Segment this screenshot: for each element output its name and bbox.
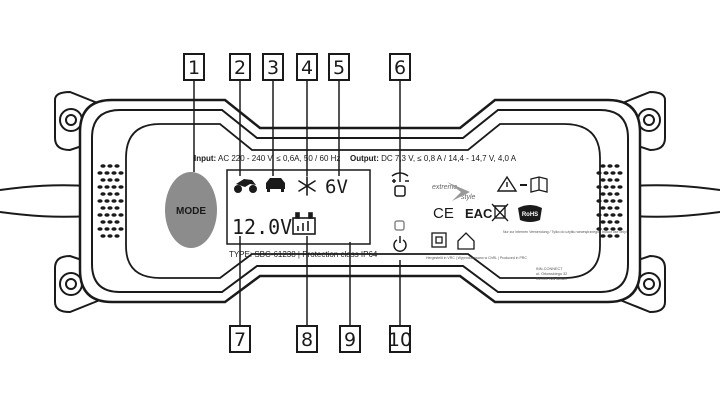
callout-5: 5 <box>328 53 350 81</box>
callout-number: 2 <box>234 57 246 79</box>
lcd-display: 6V 12.0V <box>226 169 371 245</box>
motorcycle-icon <box>234 179 257 193</box>
brand-logo: extreme style <box>432 182 476 201</box>
callout-number: 1 <box>188 57 200 79</box>
importer-line-2: ul. Orłowskiego 32 <box>536 272 567 276</box>
callout-number: 9 <box>344 329 356 351</box>
status-indicator-6 <box>391 172 409 197</box>
callout-3: 3 <box>262 53 284 81</box>
right-cable <box>629 184 720 218</box>
callout-number: 10 <box>388 329 412 351</box>
callout-number: 6 <box>394 57 406 79</box>
rohs-text: RoHS <box>522 212 538 218</box>
snowflake-icon <box>298 176 316 196</box>
callout-7: 7 <box>229 325 251 353</box>
output-spec-prefix: Output: <box>350 154 379 163</box>
callout-leader-lines <box>193 80 401 327</box>
callout-6: 6 <box>389 53 411 81</box>
importer-address: INN-CONNECT ul. Orłowskiego 32 04-000 Wa… <box>536 267 567 281</box>
callout-8: 8 <box>296 325 318 353</box>
double-insulation-icon <box>431 232 447 248</box>
importer-line-3: 04-000 Warszawa <box>536 277 567 281</box>
ce-mark: CE <box>433 205 454 222</box>
left-vent-grille <box>97 164 124 238</box>
voltage-select-readout: 6V <box>325 176 348 198</box>
brand-line2: style <box>461 194 476 201</box>
indoor-use-note: Nur zur internen Verwendung / Tylko do u… <box>503 230 627 234</box>
callout-number: 5 <box>333 57 345 79</box>
left-cable <box>0 184 91 218</box>
type-line: TYPE: SBC-61238 | Protection class IP64 <box>229 250 378 259</box>
indoor-house-icon <box>457 232 475 250</box>
status-indicator-10 <box>393 220 407 252</box>
callout-9: 9 <box>339 325 361 353</box>
callout-4: 4 <box>296 53 318 81</box>
callout-number: 8 <box>301 329 313 351</box>
battery-charge-icon <box>292 212 316 235</box>
made-in-line: Hergestellt in VRC | Wyprodukowano w ChR… <box>426 256 527 260</box>
car-icon <box>266 178 285 192</box>
input-spec: Input: AC 220 - 240 V, ≤ 0,6A, 50 / 60 H… <box>194 154 340 163</box>
callout-number: 3 <box>267 57 279 79</box>
callout-10: 10 <box>388 325 412 353</box>
rohs-badge: RoHS <box>518 205 542 222</box>
right-vent-grille <box>596 164 623 238</box>
mode-button[interactable]: MODE <box>165 172 217 248</box>
output-spec-text: DC 7,3 V, ≤ 0,8 A / 14,4 - 14,7 V, 4,0 A <box>381 154 517 163</box>
weee-bin-icon <box>491 203 509 222</box>
output-spec: Output: DC 7,3 V, ≤ 0,8 A / 14,4 - 14,7 … <box>350 154 517 163</box>
battery-voltage-readout: 12.0V <box>232 215 292 239</box>
mode-button-label: MODE <box>176 206 206 217</box>
eac-mark: EAC <box>465 206 493 221</box>
importer-line-1: INN-CONNECT <box>536 267 563 271</box>
callout-1: 1 <box>183 53 205 81</box>
warning-icon <box>496 175 518 192</box>
callout-number: 4 <box>301 57 313 79</box>
brand-line1: extreme <box>432 184 457 191</box>
brand-x-mark <box>447 182 470 201</box>
manual-book-icon <box>530 176 548 193</box>
callout-number: 7 <box>234 329 246 351</box>
input-spec-text: AC 220 - 240 V, ≤ 0,6A, 50 / 60 Hz <box>218 154 340 163</box>
callout-2: 2 <box>229 53 251 81</box>
input-spec-prefix: Input: <box>194 154 216 163</box>
